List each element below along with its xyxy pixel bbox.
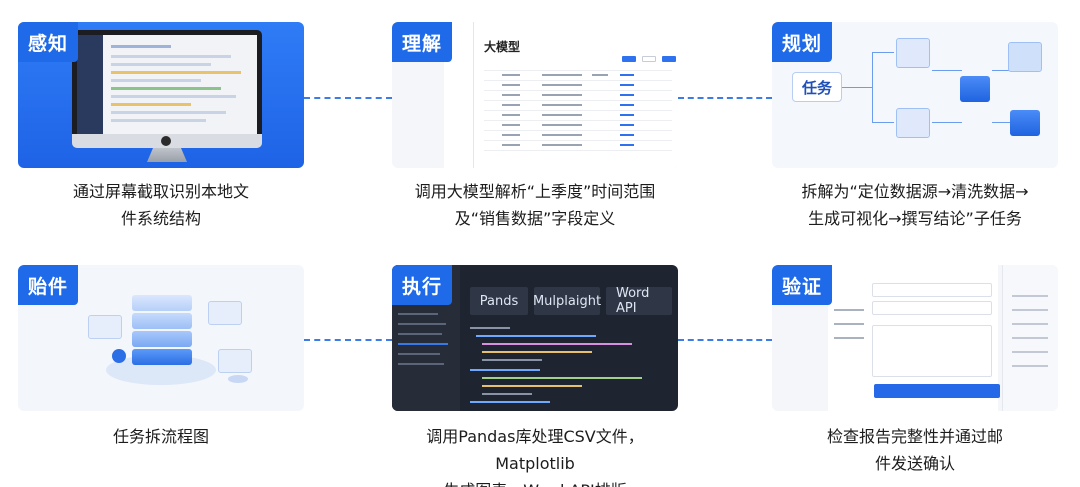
step-caption-perceive: 通过屏幕截取识别本地文 件系统结构 [72,182,249,228]
apple-logo-icon [161,136,171,146]
tool-tab-matplotlib: Mulplaight [533,287,601,315]
tool-tab-word-api: Word API [606,286,672,316]
data-cube-icon [960,76,990,102]
panel-icon [88,315,122,339]
connector-1-2 [304,97,392,99]
connector-2-3 [678,97,772,99]
step-card-perceive: 感知 [18,22,304,168]
step-caption-flowchart: 任务拆流程图 [112,427,209,446]
connector-4-5 [304,339,392,341]
panel-title: 大模型 [484,40,521,54]
email-subject-field [872,317,992,325]
step-card-understand: 理解 大模型 [392,22,678,168]
step-tag: 规划 [772,22,832,62]
step-caption-understand: 调用大模型解析“上季度”时间范围 及“销售数据”字段定义 [414,182,656,228]
step-tag: 感知 [18,22,78,62]
step-card-execute: 执行 Pands Mulplaight Word API [392,265,678,411]
server-stack-icon [132,349,192,365]
monitor-illustration [72,30,262,166]
document-icon [1008,42,1042,72]
tool-tab-pandas: Pands [470,287,528,315]
document-icon [896,38,930,68]
panel-icon [208,301,242,325]
data-cube-icon [1010,110,1040,136]
email-cc-field [872,301,992,315]
step-tag: 执行 [392,265,452,305]
step-caption-plan: 拆解为“定位数据源→清洗数据→ 生成可视化→撰写结论”子任务 [801,182,1029,228]
step-card-verify: 验证 [772,265,1058,411]
step-caption-execute: 调用Pandas库处理CSV文件，Matplotlib 生成图表，Word AP… [426,427,644,487]
email-to-field [872,283,992,297]
email-body-field [872,325,992,377]
panel-icon [218,349,252,373]
step-caption-verify: 检查报告完整性并通过邮 件发送确认 [826,427,1003,473]
document-icon [896,108,930,138]
step-tag: 验证 [772,265,832,305]
step-tag: 贻件 [18,265,78,305]
send-button [874,384,1000,398]
task-node: 任务 [792,72,842,102]
user-pin-icon [112,349,126,363]
step-card-plan: 规划 任务 [772,22,1058,168]
step-tag: 理解 [392,22,452,62]
step-card-flowchart: 贻件 [18,265,304,411]
connector-5-6 [678,339,772,341]
